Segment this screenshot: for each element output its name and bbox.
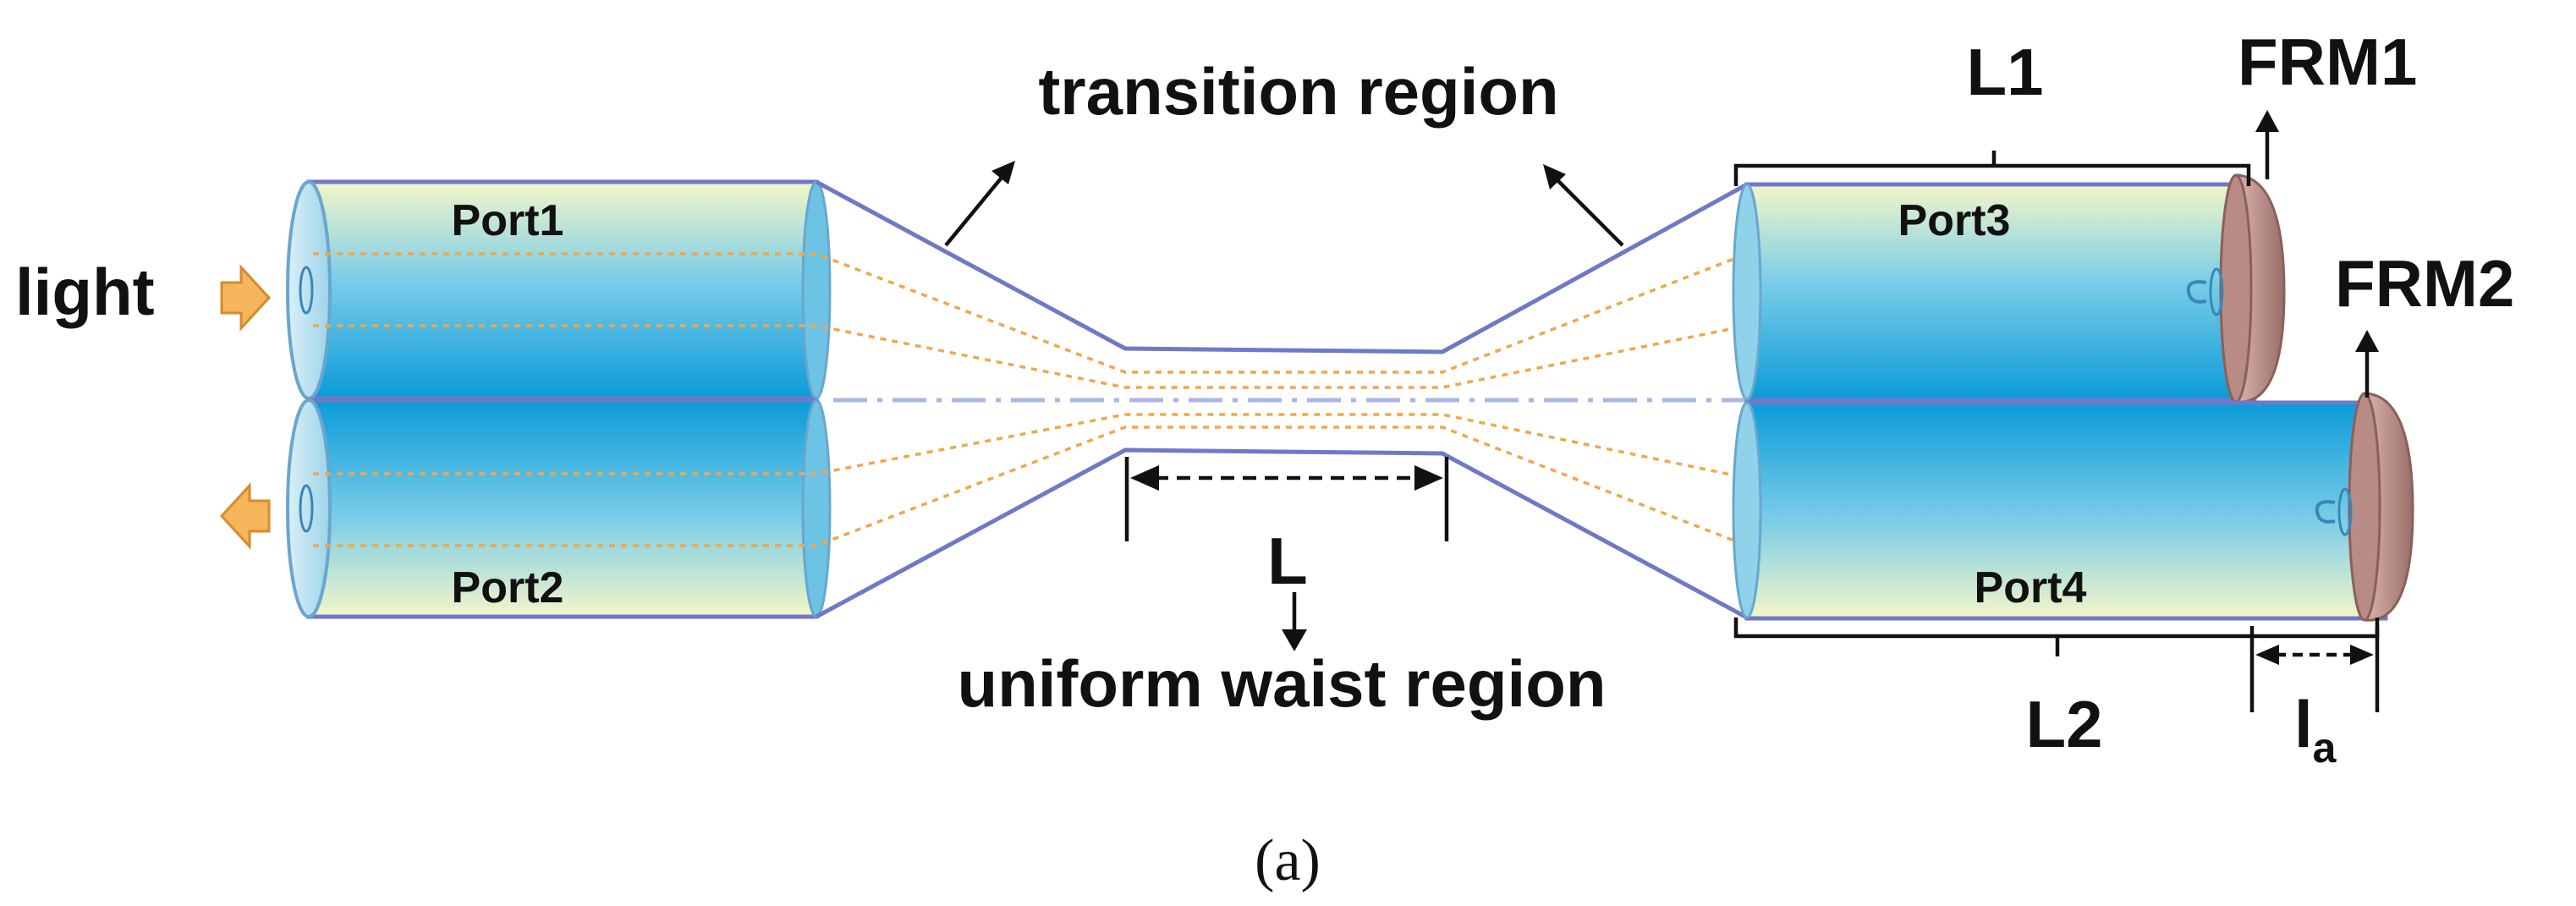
offset-label-sub: a [2313, 724, 2337, 771]
waist-length-dimension [1124, 457, 1449, 651]
transition-region-label: transition region [1038, 54, 1558, 129]
offset-label-base: l [2294, 687, 2313, 761]
figure-caption: (a) [1255, 828, 1321, 893]
uniform-waist-region-label: uniform waist region [957, 646, 1606, 721]
frm1-label: FRM1 [2238, 25, 2417, 99]
light-in-arrow [220, 264, 272, 332]
offset-label: la [2294, 687, 2337, 771]
frm2-arrow [2355, 330, 2379, 398]
port2-label: Port2 [452, 563, 564, 612]
l1-label: L1 [1966, 35, 2043, 109]
fiber-port1 [286, 179, 832, 401]
light-out-arrow [219, 482, 271, 550]
port1-label: Port1 [452, 196, 564, 245]
l2-bracket [1733, 618, 2380, 656]
waist-length-label: L [1267, 524, 1308, 598]
fiber-port2 [286, 398, 832, 619]
fiber-port3 [1732, 173, 2286, 404]
l2-label: L2 [2025, 687, 2102, 761]
frm2-label: FRM2 [2335, 246, 2514, 321]
transition-arrow-left [944, 161, 1015, 247]
fiber-port4 [1732, 392, 2414, 622]
l1-bracket [1733, 151, 2251, 186]
transition-arrow-right [1543, 164, 1624, 247]
port4-label: Port4 [1975, 563, 2087, 612]
frm1-arrow [2255, 110, 2279, 179]
offset-dimension [2249, 626, 2380, 712]
light-label: light [15, 255, 155, 329]
port3-label: Port3 [1898, 196, 2011, 245]
